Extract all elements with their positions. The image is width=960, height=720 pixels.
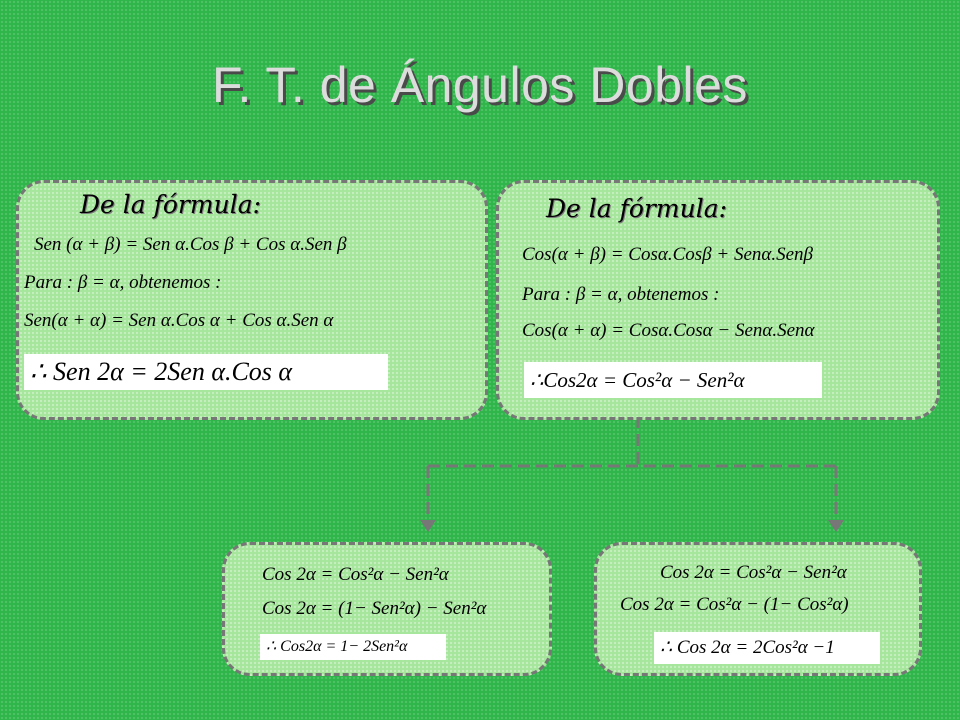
box-right-result: ∴Cos2α = Cos²α − Sen²α <box>524 362 822 398</box>
page-title: F. T. de Ángulos Dobles <box>212 57 748 113</box>
box-bottom-right-line1: Cos 2α = Cos²α − Sen²α <box>660 562 847 583</box>
box-left-line1: Sen (α + β) = Sen α.Cos β + Cos α.Sen β <box>34 234 347 255</box>
box-right-heading: De la fórmula: <box>546 194 728 223</box>
box-left-line3: Sen(α + α) = Sen α.Cos α + Cos α.Sen α <box>24 310 334 331</box>
box-bottom-left-line1: Cos 2α = Cos²α − Sen²α <box>262 564 449 585</box>
box-bottom-right-line2: Cos 2α = Cos²α − (1− Cos²α) <box>620 594 849 615</box>
box-bottom-left-line2: Cos 2α = (1− Sen²α) − Sen²α <box>262 598 487 619</box>
arrowhead-left-icon <box>420 520 436 532</box>
arrowhead-right-icon <box>828 520 844 532</box>
box-bottom-right-result: ∴ Cos 2α = 2Cos²α −1 <box>654 632 880 664</box>
box-left-heading: De la fórmula: <box>80 190 262 219</box>
box-right-line3: Cos(α + α) = Cosα.Cosα − Senα.Senα <box>522 320 815 341</box>
box-left-result: ∴ Sen 2α = 2Sen α.Cos α <box>24 354 388 390</box>
box-right-line2: Para : β = α, obtenemos : <box>522 284 720 305</box>
box-right-line1: Cos(α + β) = Cosα.Cosβ + Senα.Senβ <box>522 244 813 265</box>
box-bottom-left-result: ∴ Cos2α = 1− 2Sen²α <box>260 634 446 660</box>
box-left-line2: Para : β = α, obtenemos : <box>24 272 222 293</box>
